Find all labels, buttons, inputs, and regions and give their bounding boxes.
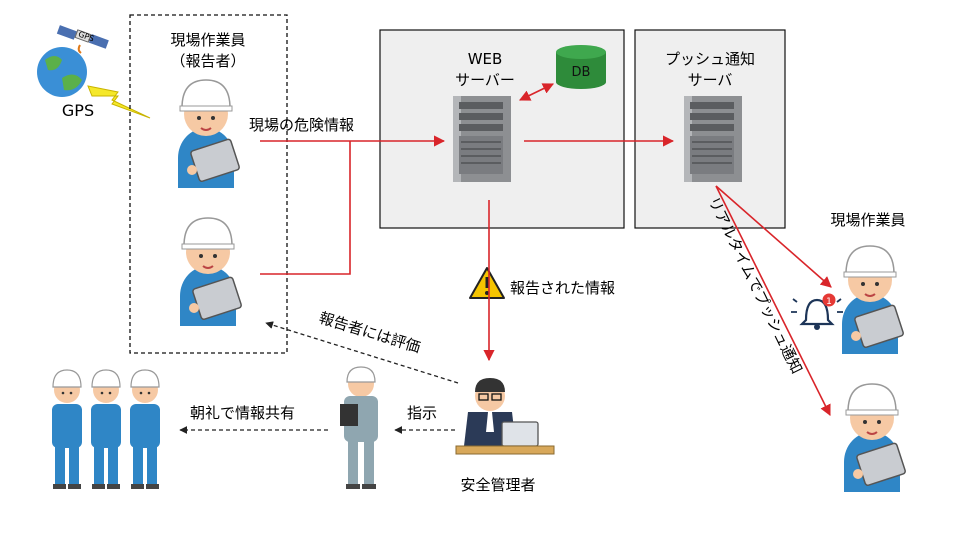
push-server-title-2: サーバ xyxy=(688,71,733,89)
warning-icon xyxy=(469,267,505,299)
crew-worker-2 xyxy=(90,369,122,490)
field-worker-1 xyxy=(841,245,905,355)
arrow-push-worker-1 xyxy=(715,185,832,288)
supervisor-figure xyxy=(340,366,378,489)
evaluation-label: 報告者には評価 xyxy=(317,309,423,357)
lightning-icon xyxy=(87,85,151,119)
field-worker-2 xyxy=(843,383,907,493)
db-cylinder-icon xyxy=(556,45,606,89)
web-server-title-2: サーバー xyxy=(455,71,515,89)
gps-label: GPS xyxy=(62,101,94,120)
arrow-push-worker-2 xyxy=(715,185,831,417)
morning-share-label: 朝礼で情報共有 xyxy=(190,404,295,422)
reported-info-label: 報告された情報 xyxy=(510,279,615,297)
reporter-worker-2 xyxy=(179,217,243,327)
gps-globe-icon xyxy=(37,47,87,97)
arrow-evaluation xyxy=(265,321,459,384)
reporter-title-2: （報告者） xyxy=(170,52,245,70)
web-server-title-1: WEB xyxy=(468,50,503,68)
crew-worker-3 xyxy=(129,369,161,490)
arrow-web-db xyxy=(518,83,555,101)
field-workers-label: 現場作業員 xyxy=(830,211,905,229)
reporter-box xyxy=(129,14,288,354)
push-server-icon xyxy=(683,95,743,183)
reporter-worker-1 xyxy=(177,79,241,189)
notification-badge xyxy=(822,293,836,307)
safety-manager-label: 安全管理者 xyxy=(460,476,535,494)
safety-manager-figure xyxy=(455,378,555,455)
instruction-label: 指示 xyxy=(407,404,437,422)
crew-worker-1 xyxy=(51,369,83,490)
push-server-title-1: プッシュ通知 xyxy=(665,50,755,68)
danger-info-label: 現場の危険情報 xyxy=(249,116,354,134)
bell-icon xyxy=(791,298,843,330)
reporter-title-1: 現場作業員 xyxy=(170,31,245,49)
satellite-icon xyxy=(56,25,109,54)
web-server-icon xyxy=(452,95,512,183)
db-label: DB xyxy=(572,65,591,80)
badge-count: 1 xyxy=(826,297,832,307)
arrow-second-reporter xyxy=(260,141,351,275)
